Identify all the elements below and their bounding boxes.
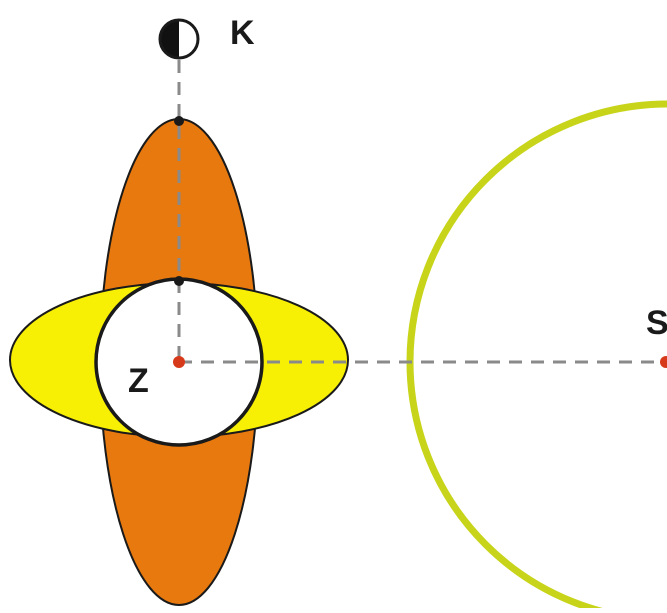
- moon-outline: [158, 18, 200, 60]
- earth-label: Z: [128, 362, 149, 400]
- earth-surface-point: [174, 276, 184, 286]
- half-moon-icon: [158, 18, 200, 60]
- moon-light-half: [179, 20, 198, 58]
- moon-label: K: [230, 14, 255, 52]
- sun-label: S: [646, 304, 667, 342]
- sun-center-point: [660, 356, 667, 368]
- sun-circle: [406, 100, 667, 613]
- moon-dark-half: [160, 20, 179, 58]
- earth-center-point: [173, 356, 185, 368]
- bulge-top-point: [174, 116, 184, 126]
